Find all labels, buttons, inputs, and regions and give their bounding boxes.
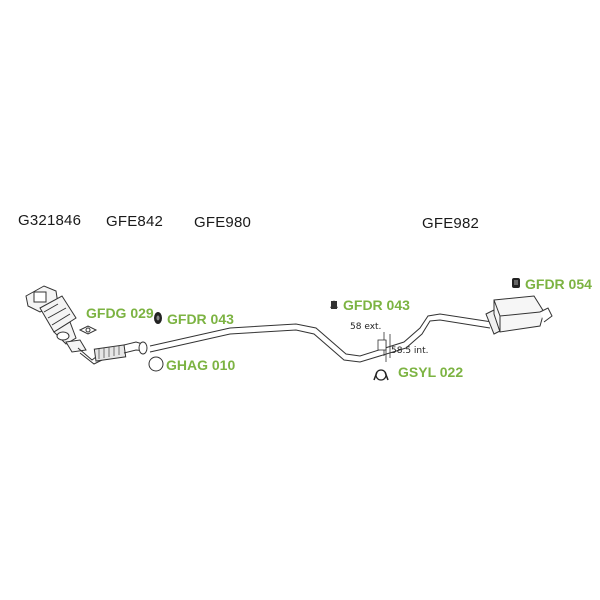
accessory-label-ring-gasket[interactable]: GHAG 010	[166, 357, 236, 373]
rubber-mount-icon	[512, 278, 520, 288]
dimension-marker	[377, 332, 391, 362]
clamp-icon	[373, 369, 389, 381]
rubber-mount-icon	[154, 312, 162, 324]
rear-silencer-icon	[485, 295, 553, 335]
accessory-label-gasket[interactable]: GFDG 029	[86, 305, 154, 321]
middle-pipe	[149, 313, 493, 363]
part-label-front-pipe[interactable]: GFE842	[106, 213, 164, 230]
dimension-inner: 58.5 int.	[391, 346, 429, 356]
dimension-outer: 58 ext.	[350, 322, 382, 332]
accessory-label-mount-2[interactable]: GFDR 043	[343, 297, 410, 313]
catalytic-converter-icon	[25, 285, 77, 345]
part-label-middle-pipe[interactable]: GFE980	[194, 214, 252, 231]
gasket-icon	[78, 325, 98, 335]
part-label-catalyst[interactable]: G321846	[18, 212, 82, 229]
accessory-label-mount-1[interactable]: GFDR 043	[167, 311, 234, 327]
flex-pipe-icon	[65, 339, 148, 365]
accessory-label-mount-3[interactable]: GFDR 054	[525, 276, 592, 292]
ring-gasket-icon	[148, 356, 164, 372]
accessory-label-clamp[interactable]: GSYL 022	[398, 364, 464, 380]
part-label-rear-silencer[interactable]: GFE982	[422, 215, 480, 232]
rubber-mount-icon	[330, 300, 338, 309]
